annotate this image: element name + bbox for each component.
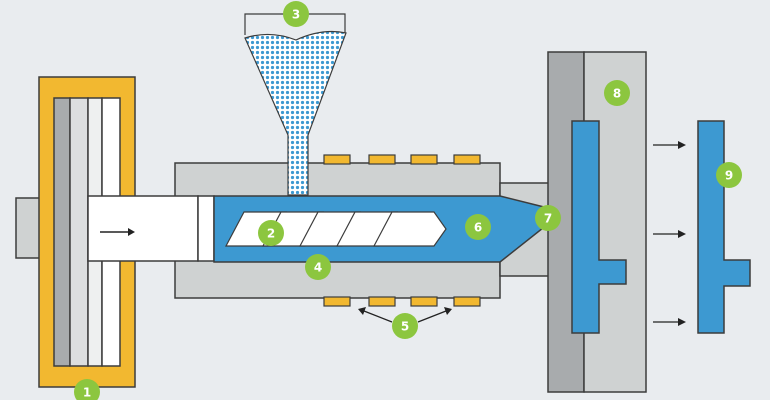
clamp-unit [15,76,136,388]
ejection-arrow-mid-head [678,230,686,238]
badge-8: 8 [604,80,630,106]
clamp-plate-mid [69,97,89,367]
hopper-funnel [244,30,347,196]
badge-5: 5 [392,313,418,339]
badge-9-label: 9 [725,169,733,183]
heater-pointer-right-head [444,307,452,315]
badge-9-circle [716,162,742,188]
heater-bottom-1 [323,296,351,307]
ejection-arrow-bottom-head [678,318,686,326]
badge-5-label: 5 [401,320,409,334]
heater-pointer-right [417,310,447,323]
heater-pointer-left-head [358,307,366,315]
badge-6-circle [465,214,491,240]
ejection-arrow-top-head [678,141,686,149]
moulded-part [697,120,751,334]
piston-rod [87,195,199,262]
badge-4: 4 [305,254,331,280]
badge-3-circle [283,1,309,27]
heaters [323,154,481,307]
badge-7-label: 7 [544,212,552,226]
badge-9: 9 [716,162,742,188]
push-arrow-head [128,228,135,236]
badge-1-circle [74,379,100,400]
screw-flight-5 [373,211,447,247]
moulded-part-shape [697,120,751,334]
clamp-plate-dark [53,97,71,367]
heater-bottom-2 [368,296,396,307]
badge-2: 2 [258,220,284,246]
badge-1-label: 1 [83,386,91,400]
screw [225,211,447,247]
badge-2-label: 2 [267,227,275,241]
heater-top-3 [410,154,438,165]
mould-cavity [571,120,627,334]
heater-pointers [358,307,452,323]
badge-4-label: 4 [314,261,322,275]
mould [547,51,647,393]
badge-6-label: 6 [474,221,482,235]
heater-top-1 [323,154,351,165]
badge-2-circle [258,220,284,246]
ejection-arrows [653,141,686,326]
badge-1: 1 [74,379,100,400]
piston-head [197,195,215,262]
badge-8-label: 8 [613,87,621,101]
badge-6: 6 [465,214,491,240]
badge-5-circle [392,313,418,339]
badge-4-circle [305,254,331,280]
heater-top-4 [453,154,481,165]
heater-bottom-4 [453,296,481,307]
heater-pointer-left [363,310,393,323]
badge-7: 7 [535,205,561,231]
badge-3: 3 [283,1,309,27]
badge-3-label: 3 [292,8,300,22]
badge-8-circle [604,80,630,106]
heater-top-2 [368,154,396,165]
heater-bottom-3 [410,296,438,307]
badge-7-circle [535,205,561,231]
